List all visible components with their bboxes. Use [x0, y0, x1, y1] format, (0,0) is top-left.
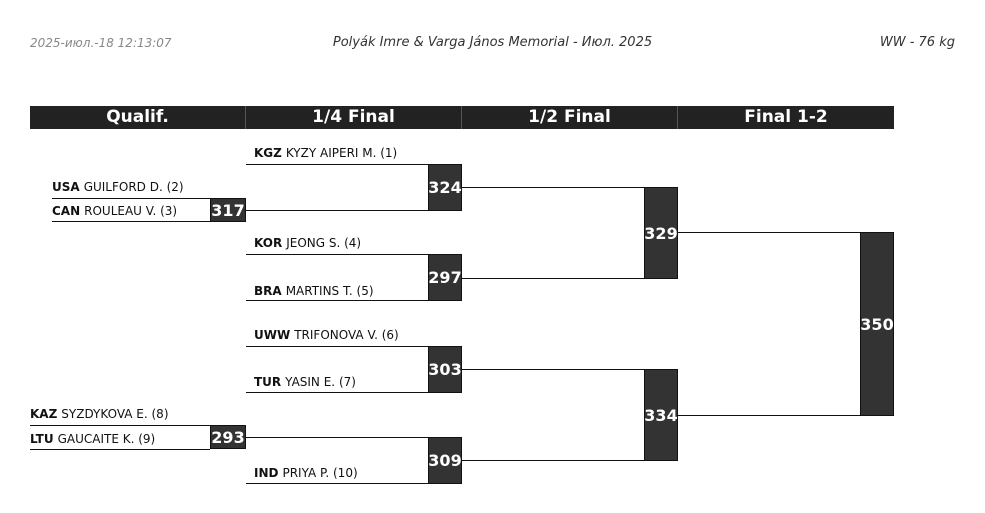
athlete-nation: KAZ	[30, 407, 58, 421]
bout-number-box[interactable]: 324	[428, 164, 462, 211]
bracket-line	[246, 483, 428, 484]
athlete-nation: KGZ	[254, 146, 282, 160]
bout-number-box[interactable]: 303	[428, 346, 462, 393]
athlete-nation: USA	[52, 180, 80, 194]
bracket-line	[462, 460, 644, 461]
athlete-name: GAUCAITE K. (9)	[57, 432, 156, 446]
timestamp: 2025-июл.-18 12:13:07	[30, 36, 172, 50]
bracket-line	[52, 221, 210, 222]
athlete-nation: KOR	[254, 236, 283, 250]
bout-number-box[interactable]: 309	[428, 437, 462, 484]
bracket-line	[462, 187, 644, 188]
bracket-line	[678, 232, 860, 233]
bracket-line	[52, 198, 210, 199]
bout-number-box[interactable]: 329	[644, 187, 678, 279]
athlete-name: PRIYA P. (10)	[282, 466, 358, 480]
athlete-name: JEONG S. (4)	[286, 236, 362, 250]
athlete-name: GUILFORD D. (2)	[83, 180, 184, 194]
round-header-semifinal: 1/2 Final	[462, 106, 678, 129]
weight-category: WW - 76 kg	[879, 35, 955, 50]
bout-number-box[interactable]: 297	[428, 254, 462, 301]
athlete-nation: UWW	[254, 328, 291, 342]
bracket-line	[246, 164, 428, 165]
bracket-line	[30, 449, 210, 450]
bracket-line	[678, 415, 860, 416]
athlete-nation: CAN	[52, 204, 81, 218]
athlete-nation: BRA	[254, 284, 282, 298]
bracket-line	[462, 278, 644, 279]
athlete-name: ROULEAU V. (3)	[84, 204, 178, 218]
athlete-nation: TUR	[254, 375, 282, 389]
athlete-name: MARTINS T. (5)	[285, 284, 374, 298]
bout-number-box[interactable]: 334	[644, 369, 678, 461]
bracket-line	[246, 392, 428, 393]
tournament-title: Polyák Imre & Varga János Memorial - Июл…	[332, 35, 653, 50]
athlete-nation: LTU	[30, 432, 54, 446]
bracket-line	[462, 369, 644, 370]
bracket-line	[246, 346, 428, 347]
athlete-name: TRIFONOVA V. (6)	[294, 328, 399, 342]
athlete-name: SYZDYKOVA E. (8)	[61, 407, 169, 421]
athlete-name: KYZY AIPERI M. (1)	[285, 146, 398, 160]
bracket-line	[246, 437, 428, 438]
bracket-line	[246, 210, 428, 211]
bracket-line	[30, 425, 210, 426]
bracket-line	[246, 300, 428, 301]
round-header-final: Final 1-2	[678, 106, 894, 129]
athlete-nation: IND	[254, 466, 279, 480]
round-header-quarterfinal: 1/4 Final	[246, 106, 462, 129]
bout-number-box[interactable]: 350	[860, 232, 894, 416]
bout-number-box[interactable]: 293	[210, 425, 246, 449]
round-header-qualif: Qualif.	[30, 106, 246, 129]
athlete-name: YASIN E. (7)	[285, 375, 356, 389]
bout-number-box[interactable]: 317	[210, 198, 246, 222]
bracket-line	[246, 254, 428, 255]
